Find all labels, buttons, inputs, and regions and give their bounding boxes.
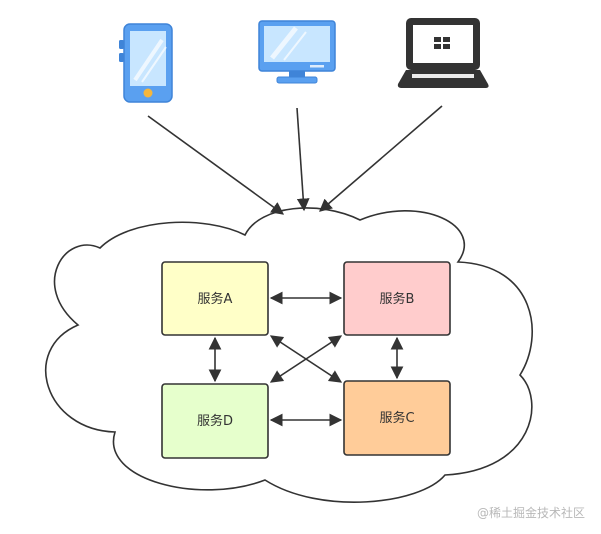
arrow-laptop-to-cloud: [319, 105, 443, 212]
cloud-boundary: [45, 207, 533, 503]
watermark-text: @稀土掘金技术社区: [477, 505, 585, 520]
service-b-node: 服务B: [343, 261, 451, 336]
service-a-node: 服务A: [161, 261, 269, 336]
arrow-desktop-to-cloud: [296, 107, 310, 212]
desktop-monitor-icon: [258, 20, 336, 84]
laptop-icon: [397, 18, 489, 88]
service-a-box: [161, 261, 269, 336]
service-c-box: [343, 380, 451, 456]
service-a-label: 服务A: [198, 291, 233, 307]
service-c-label: 服务C: [379, 410, 414, 426]
arrow-phone-to-cloud: [147, 115, 285, 215]
service-b-label: 服务B: [380, 291, 415, 307]
client-arrows: [147, 105, 443, 215]
service-c-node: 服务C: [343, 380, 451, 456]
service-b-box: [343, 261, 451, 336]
arrow-b-d: [269, 335, 343, 383]
service-connections: [208, 291, 404, 427]
service-d-node: 服务D: [161, 383, 269, 459]
service-d-label: 服务D: [197, 413, 233, 429]
service-d-box: [161, 383, 269, 459]
smartphone-icon: [119, 23, 173, 103]
